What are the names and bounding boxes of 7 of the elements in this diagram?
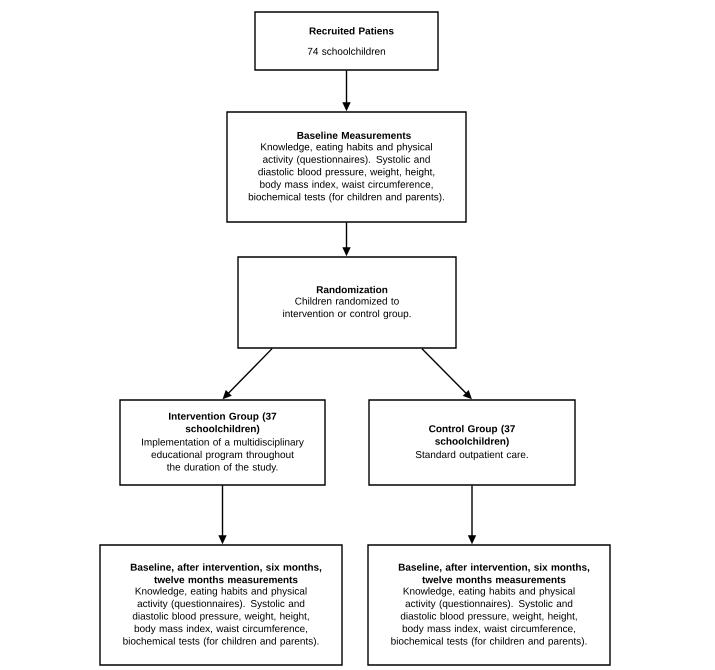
flow-box: Baseline, after intervention, six months, twelve months measurements Knowledge, eating habits and physical activity (questionnaires). Systolic and diastolic blood pressure, weight, height, body mass index, waist circumference, biochemical tests (for children and parents).	[99, 544, 343, 666]
flow-box: Randomization Children randomized to intervention or control group.	[237, 256, 457, 349]
flow-box: Baseline Measurements Knowledge, eating habits and physical activity (questionnaires). Systolic and diastolic blood pressure, weight, height, body mass index, waist circumference, biochemical tests (for children and parents).	[226, 111, 467, 223]
flow-box: Baseline, after intervention, six months, twelve months measurements Knowledge, eating habits and physical activity (questionnaires). Systolic and diastolic blood pressure, weight, height, body mass index, waist circumference, biochemical tests (for children and parents).	[367, 544, 611, 666]
flow-box: Intervention Group (37 schoolchildren) Implementation of a multidisciplinary educational program throughout the duration of the study.	[119, 399, 326, 486]
flow-box: Control Group (37 schoolchildren) Standard outpatient care.	[368, 399, 576, 486]
flow-box: Recruited Patiens 74 schoolchildren	[254, 11, 439, 71]
